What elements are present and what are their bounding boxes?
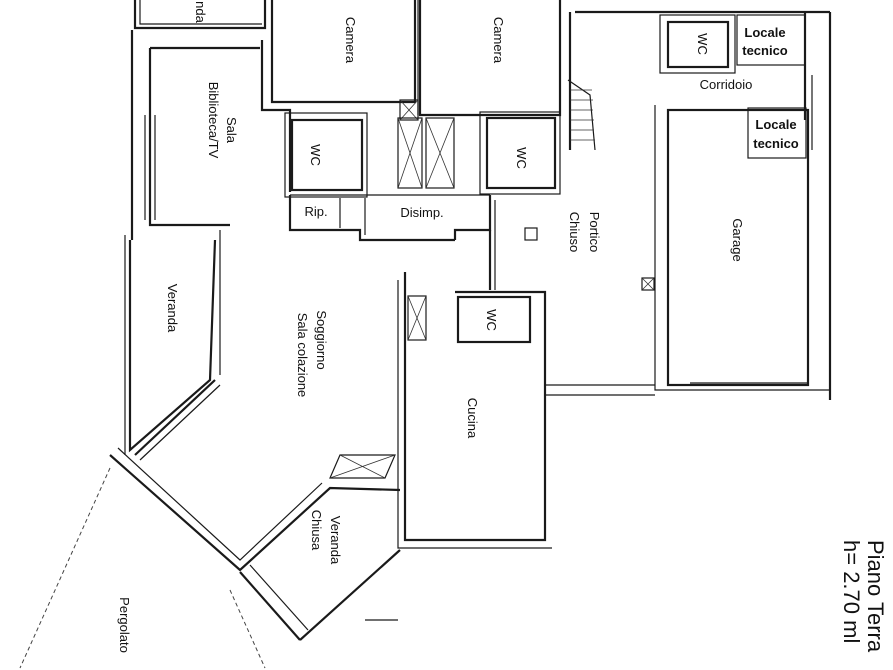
label-disimp: Disimp. (400, 205, 443, 220)
label-locale-tecnico-mid-2: tecnico (753, 136, 799, 151)
walls (19, 0, 832, 669)
label-sala-colazione: Sala colazione (295, 313, 310, 398)
label-chiuso: Chiuso (567, 212, 582, 252)
label-camera-right: Camera (491, 17, 506, 64)
room-labels: nda Camera Camera Sala Biblioteca/TV WC … (117, 1, 799, 653)
label-veranda-chiusa: Veranda (328, 516, 343, 565)
label-biblioteca-tv: Biblioteca/TV (206, 82, 221, 159)
label-locale-tecnico-mid: Locale (755, 117, 796, 132)
floor-level: Piano Terra (863, 540, 888, 653)
floor-height: h= 2.70 ml (839, 540, 864, 643)
stair (567, 79, 596, 151)
label-rip: Rip. (304, 204, 327, 219)
label-locale-tecnico-top: Locale (744, 25, 785, 40)
label-cucina: Cucina (465, 398, 480, 439)
label-wc-kitchen: WC (484, 309, 499, 331)
label-wc-left: WC (308, 144, 323, 166)
label-portico: Portico (587, 212, 602, 252)
label-sala: Sala (224, 117, 239, 144)
floor-info: Piano Terra h= 2.70 ml (839, 540, 888, 653)
label-garage: Garage (730, 218, 745, 261)
label-chiusa: Chiusa (309, 510, 324, 551)
label-veranda: Veranda (165, 284, 180, 333)
label-corridoio: Corridoio (700, 77, 753, 92)
label-soggiorno: Soggiorno (314, 310, 329, 369)
label-pergolato: Pergolato (117, 597, 132, 653)
label-wc-mid: WC (514, 147, 529, 169)
label-locale-tecnico-top-2: tecnico (742, 43, 788, 58)
label-camera-left: Camera (343, 17, 358, 64)
label-wc-top: WC (695, 33, 710, 55)
label-nda: nda (193, 1, 208, 23)
